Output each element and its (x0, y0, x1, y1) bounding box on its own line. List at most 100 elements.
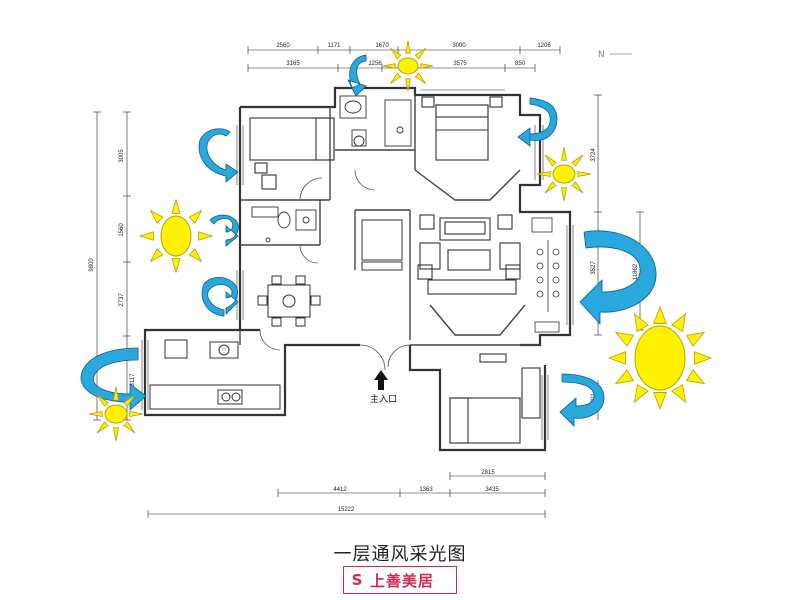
dim-right-3: 3527 (591, 261, 597, 275)
sun-ray (414, 47, 427, 60)
dim-bottom2-2: 1363 (419, 487, 433, 493)
sun-ray (188, 209, 203, 224)
sun-ray (607, 351, 626, 365)
sun-ray (96, 421, 109, 434)
left-dimension-lines (93, 111, 131, 421)
sun-ray (420, 63, 434, 69)
dim-left-1: 3005 (119, 149, 125, 163)
sun-ray (382, 63, 396, 69)
wind-arrow-lower-right (559, 373, 605, 427)
sun-ray (405, 40, 411, 54)
wind-arrow-upper-left (198, 128, 239, 183)
sun-ray (405, 78, 411, 92)
bottom-dimension-lines (147, 472, 546, 518)
top-dimension-lines (247, 46, 561, 72)
bed-master (421, 96, 503, 161)
dim-top-2: 1171 (328, 43, 342, 49)
dim-top-5: 1206 (537, 43, 551, 49)
sun-icon-left-large (138, 198, 214, 274)
sun-ray (129, 411, 144, 417)
exterior-walls (143, 86, 572, 452)
wind-arrow-lower-left (201, 277, 239, 317)
storage-room (361, 219, 403, 271)
sun-ray (671, 384, 687, 404)
sun-ray (614, 331, 634, 347)
sun-ray (389, 47, 402, 60)
wind-arrow-kitchen (80, 347, 147, 411)
entrance-label: 主入口 (370, 393, 397, 405)
north-label: N (598, 50, 605, 60)
entrance-arrow (374, 370, 388, 390)
sun-ray (561, 187, 567, 202)
sun-ray (88, 411, 103, 417)
ventilation-arrows (80, 54, 657, 427)
sun-ray (149, 248, 164, 263)
interior-walls (239, 95, 540, 346)
dim-bottom2-3: 3435 (485, 487, 499, 493)
sun-ray (561, 146, 567, 161)
dim-bottom-1: 2815 (481, 470, 495, 476)
sun-ray (577, 171, 592, 177)
dim-right-2: 11862 (633, 263, 639, 280)
dim-left-4: 3117 (130, 373, 136, 387)
sun-ray (171, 258, 181, 274)
sun-ray (113, 386, 119, 401)
sun-ray (171, 198, 181, 214)
dim-bottom-total: 15222 (338, 507, 355, 513)
sun-ray (198, 231, 214, 241)
sun-ray (633, 384, 649, 404)
dim-top-1: 2560 (276, 43, 290, 49)
bed-third (449, 353, 541, 444)
dim-bottom2-1: 4412 (333, 487, 347, 493)
brand-logo: S 上善美居 (343, 566, 457, 594)
sun-body (104, 404, 128, 424)
sun-ray (694, 351, 713, 365)
sun-ray (138, 231, 154, 241)
sun-ray (633, 312, 649, 332)
dim-left-outer: 9800 (89, 258, 95, 272)
sun-ray (686, 369, 706, 385)
sun-icon-kitchen-small (88, 386, 144, 442)
bed-secondary (249, 117, 335, 190)
sun-ray (671, 312, 687, 332)
bathroom-left-fixtures (251, 206, 317, 243)
sun-ray (653, 305, 667, 324)
sun-ray (123, 421, 136, 434)
sun-ray (96, 394, 109, 407)
right-side-seating (531, 217, 560, 333)
sun-ray (544, 181, 557, 194)
brand-name: 上善美居 (370, 571, 435, 590)
wind-arrow-living (579, 230, 657, 326)
brand-mark-icon: S (351, 571, 363, 589)
caption-title: 一层通风采光图 (333, 544, 467, 565)
sun-icon-top (382, 40, 434, 92)
sun-ray (536, 171, 551, 177)
dim-top-3: 1670 (375, 43, 389, 49)
sun-icon-right-large (607, 305, 713, 411)
dim-left-3: 2737 (119, 293, 125, 307)
wind-arrow-mid-left (209, 214, 239, 247)
dim-top2-4: 850 (515, 61, 526, 67)
window-marks (141, 89, 574, 440)
sun-body (634, 325, 686, 391)
sun-icons (88, 40, 713, 442)
sun-ray (123, 394, 136, 407)
sun-ray (188, 248, 203, 263)
dim-left-2: 1560 (119, 223, 125, 237)
wind-arrow-top (347, 54, 367, 97)
dim-top2-1: 3165 (286, 61, 300, 67)
dim-top-4: 3000 (452, 43, 466, 49)
sun-ray (149, 209, 164, 224)
sun-ray (614, 369, 634, 385)
sun-ray (571, 181, 584, 194)
dim-right-1: 3724 (591, 148, 597, 162)
door-swings (259, 169, 411, 371)
kitchen-counter (149, 339, 281, 410)
sun-body (397, 57, 419, 75)
sun-body (160, 215, 192, 257)
sun-body (552, 164, 576, 184)
bathroom-top-fixtures (339, 95, 412, 147)
sun-ray (571, 154, 584, 167)
sun-ray (653, 392, 667, 411)
